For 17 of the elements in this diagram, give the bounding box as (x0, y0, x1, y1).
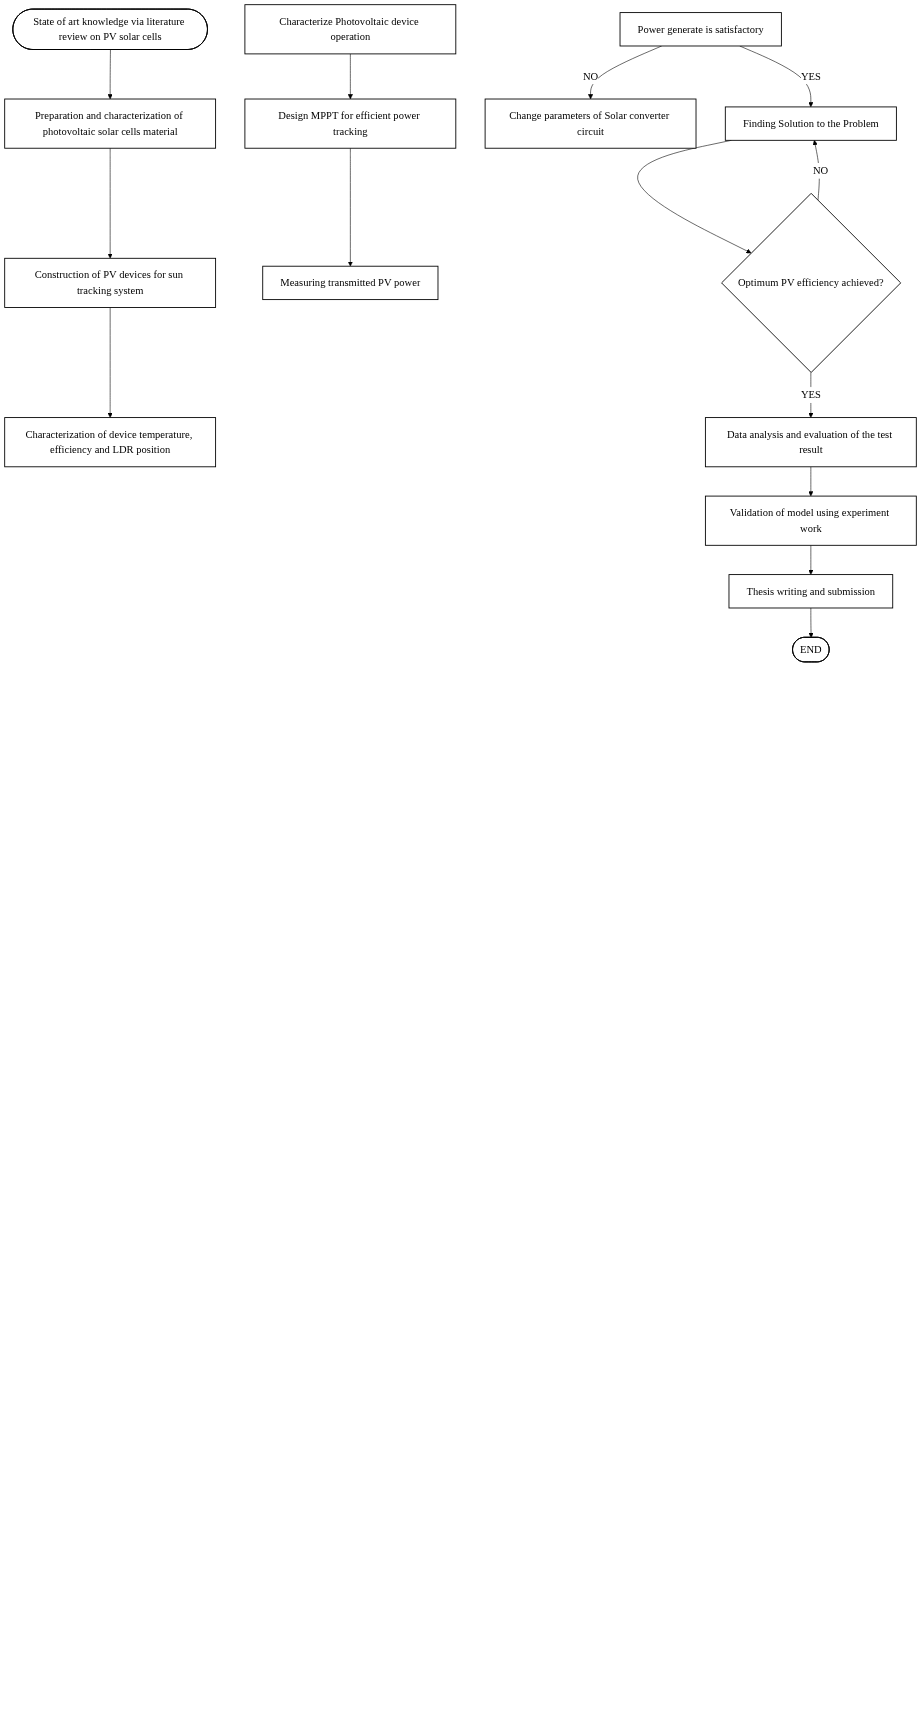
node-box: Measuring transmitted PV power (262, 265, 439, 301)
node-box: Power generate is satisfactory (619, 12, 782, 47)
node-box: Finding Solution to the Problem (724, 106, 897, 141)
node-box: Preparation and characterization of photovoltaic solar cells material (4, 98, 217, 149)
edge-label: NO (812, 164, 829, 177)
node-box: Data analysis and evaluation of the test result (704, 417, 917, 468)
node-box: Construction of PV devices for sun tracking system (4, 257, 217, 308)
node-box: Change parameters of Solar converter circuit (484, 98, 697, 149)
node-box: Validation of model using experiment work (704, 495, 917, 546)
node-box: Characterize Photovoltaic device operation (244, 4, 457, 55)
edge-label: YES (800, 70, 821, 83)
node-diamond: Optimum PV efficiency achieved? (721, 192, 902, 373)
node-box: Design MPPT for efficient power tracking (244, 98, 457, 149)
node-box: Thesis writing and submission (728, 574, 894, 609)
edge-label: YES (800, 388, 821, 401)
edge-label: NO (582, 70, 599, 83)
node-box: Characterization of device temperature, efficiency and LDR position (4, 417, 217, 468)
